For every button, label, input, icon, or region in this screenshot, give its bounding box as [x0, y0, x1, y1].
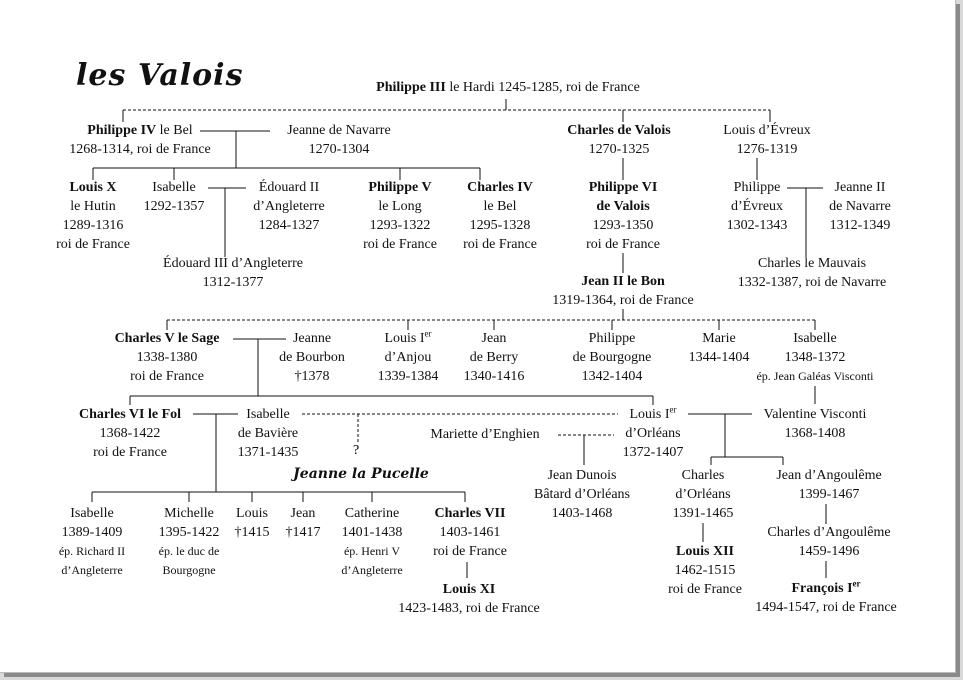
person-charles-dorleans: Charles d’Orléans 1391-1465 — [672, 468, 734, 521]
person-mariette-denghien: Mariette d’Enghien — [430, 427, 540, 442]
person-isabelle-1348: Isabelle 1348-1372 ép. Jean Galéas Visco… — [756, 331, 874, 383]
person-louis-dorleans: Louis Ier d’Orléans 1372-1407 — [622, 404, 684, 460]
person-jean-1417: Jean †1417 — [285, 506, 321, 540]
person-jeanne-de-navarre: Jeanne de Navarre 1270-1304 — [287, 123, 391, 157]
person-jean-de-berry: Jean de Berry 1340-1416 — [463, 331, 525, 384]
person-jeanne-ii: Jeanne II de Navarre 1312-1349 — [829, 180, 891, 233]
person-louis-xi: Louis XI 1423-1483, roi de France — [398, 582, 540, 616]
person-isabelle-1292: Isabelle 1292-1357 — [143, 180, 205, 214]
person-louis-xii: Louis XII 1462-1515 roi de France — [668, 544, 742, 597]
person-louis-x: Louis X le Hutin 1289-1316 roi de France — [56, 180, 130, 252]
person-charles-vi: Charles VI le Fol 1368-1422 roi de Franc… — [78, 407, 182, 460]
person-jean-dunois: Jean Dunois Bâtard d’Orléans 1403-1468 — [533, 468, 631, 521]
person-philippe-vi: Philippe VI de Valois 1293-1350 roi de F… — [586, 180, 660, 252]
person-charles-le-mauvais: Charles le Mauvais 1332-1387, roi de Nav… — [737, 256, 887, 290]
person-philippe-devreux: Philippe d’Évreux 1302-1343 — [726, 180, 788, 233]
person-philippe-v: Philippe V le Long 1293-1322 roi de Fran… — [363, 180, 437, 252]
person-jean-ii: Jean II le Bon 1319-1364, roi de France — [552, 274, 694, 308]
person-jean-dangouleme: Jean d’Angoulême 1399-1467 — [776, 468, 882, 502]
person-jeanne-de-bourbon: Jeanne de Bourbon †1378 — [279, 331, 345, 384]
chart-title: les Valois — [76, 58, 244, 93]
person-charles-de-valois: Charles de Valois 1270-1325 — [567, 123, 671, 157]
person-jeanne-la-pucelle: Jeanne la Pucelle — [293, 466, 429, 482]
person-valentine-visconti: Valentine Visconti 1368-1408 — [763, 407, 867, 441]
person-charles-vii: Charles VII 1403-1461 roi de France — [433, 506, 507, 559]
person-francois-i: François Ier 1494-1547, roi de France — [755, 578, 897, 615]
person-philippe-de-bourgogne: Philippe de Bourgogne 1342-1404 — [572, 331, 652, 384]
person-edouard-iii: Édouard III d’Angleterre 1312-1377 — [163, 256, 303, 290]
person-louis-devreux: Louis d’Évreux 1276-1319 — [723, 123, 811, 157]
person-catherine: Catherine 1401-1438 ép. Henri V d’Anglet… — [341, 506, 403, 577]
person-louis-danjou: Louis Ier d’Anjou 1339-1384 — [377, 328, 439, 384]
person-isabelle-1389: Isabelle 1389-1409 ép. Richard II d’Angl… — [58, 506, 126, 577]
person-philippe-iv: Philippe IV le Bel 1268-1314, roi de Fra… — [69, 123, 211, 157]
person-marie: Marie 1344-1404 — [688, 331, 750, 365]
person-charles-v: Charles V le Sage 1338-1380 roi de Franc… — [114, 331, 220, 384]
person-michelle: Michelle 1395-1422 ép. le duc de Bourgog… — [158, 506, 220, 577]
unknown-parent-mark: ? — [353, 443, 360, 458]
person-louis-1415: Louis †1415 — [234, 506, 270, 540]
person-philippe-iii: Philippe III le Hardi 1245-1285, roi de … — [376, 80, 640, 95]
person-charles-iv: Charles IV le Bel 1295-1328 roi de Franc… — [463, 180, 537, 252]
person-edouard-ii: Édouard II d’Angleterre 1284-1327 — [253, 180, 325, 233]
person-isabelle-de-baviere: Isabelle de Bavière 1371-1435 — [237, 407, 299, 460]
person-charles-dangouleme: Charles d’Angoulême 1459-1496 — [767, 525, 891, 559]
